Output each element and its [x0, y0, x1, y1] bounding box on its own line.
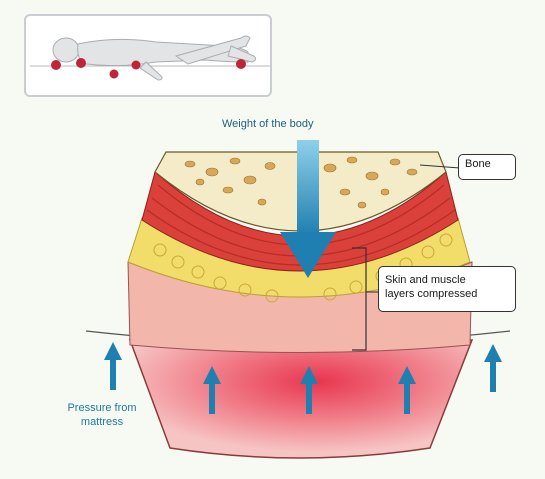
skin-muscle-label-line2: layers compressed	[385, 287, 509, 301]
pressure-label-line2: mattress	[52, 415, 152, 429]
pressure-label-line1: Pressure from	[52, 401, 152, 415]
skin-muscle-callout: Skin and muscle layers compressed	[378, 266, 516, 312]
bone-label: Bone	[465, 158, 491, 170]
pressure-arrow-left-outer	[104, 342, 122, 390]
mattress-section	[130, 340, 472, 458]
skin-muscle-label-line1: Skin and muscle	[385, 273, 509, 287]
bone-callout: Bone	[458, 154, 516, 180]
weight-label: Weight of the body	[222, 118, 422, 130]
pressure-label: Pressure from mattress	[52, 401, 152, 429]
pressure-arrow-right-outer	[484, 344, 502, 392]
